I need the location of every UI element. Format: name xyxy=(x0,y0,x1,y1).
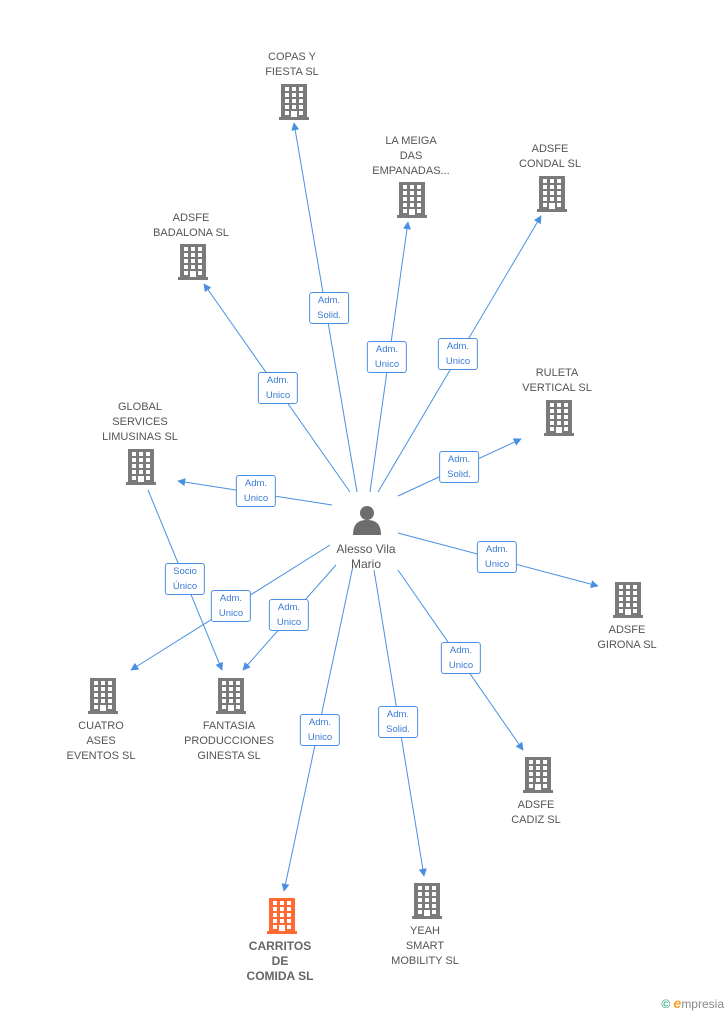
building-icon-adsfe-girona xyxy=(613,582,643,618)
edge-label-yeah-smart-mobility: Adm.Solid. xyxy=(378,706,418,738)
building-icon-adsfe-cadiz xyxy=(523,757,553,793)
brand-name: mpresia xyxy=(681,997,724,1011)
edge-label-la-meiga: Adm.Unico xyxy=(366,341,408,373)
edge-label-adsfe-badalona: Adm.Unico xyxy=(257,372,299,404)
edge-label-carritos-de-comida: Adm.Unico xyxy=(299,714,341,746)
building-icon-global-services xyxy=(126,449,156,485)
building-icon-adsfe-condal xyxy=(537,176,567,212)
brand-logo-initial: e xyxy=(673,995,682,1011)
edge-label-ruleta-vertical: Adm.Solid. xyxy=(439,451,479,483)
edge-label-adsfe-cadiz: Adm.Unico xyxy=(440,642,482,674)
person-icon xyxy=(353,506,381,535)
building-icon-carritos-de-comida xyxy=(267,898,297,934)
copyright-icon: © xyxy=(661,997,671,1011)
brand-footer: © empresia xyxy=(661,995,724,1011)
edge-label-global-services: Adm.Unico xyxy=(235,475,277,507)
building-icon-adsfe-badalona xyxy=(178,244,208,280)
edge-label-fantasia-producciones: Adm.Unico xyxy=(268,599,310,631)
edge-label-adsfe-condal: Adm.Unico xyxy=(437,338,479,370)
edge-label-cuatro-ases: Adm.Unico xyxy=(210,590,252,622)
building-icon-cuatro-ases xyxy=(88,678,118,714)
building-icon-ruleta-vertical xyxy=(544,400,574,436)
edge-label-copas-y-fiesta: Adm.Solid. xyxy=(309,292,349,324)
edge-label-adsfe-girona: Adm.Unico xyxy=(476,541,518,573)
building-icon-fantasia-producciones xyxy=(216,678,246,714)
building-icon-yeah-smart-mobility xyxy=(412,883,442,919)
building-icon-copas-y-fiesta xyxy=(279,84,309,120)
building-icon-la-meiga xyxy=(397,182,427,218)
